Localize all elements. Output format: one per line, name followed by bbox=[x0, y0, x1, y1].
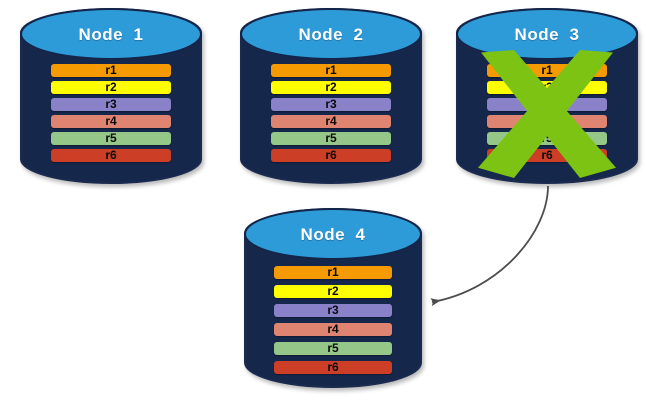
row-r4[interactable]: r4 bbox=[51, 115, 171, 128]
row-r1[interactable]: r1 bbox=[271, 64, 391, 77]
row-r3[interactable]: r3 bbox=[487, 98, 607, 111]
row-r6[interactable]: r6 bbox=[271, 149, 391, 162]
arrow-path bbox=[430, 185, 549, 307]
row-r5[interactable]: r5 bbox=[487, 132, 607, 145]
node-rows: r1 r2 r3 r4 r5 r6 bbox=[240, 64, 422, 162]
node-rows: r1 r2 r3 r4 r5 r6 bbox=[20, 64, 202, 162]
node-cylinder-1[interactable]: Node 1 r1 r2 r3 r4 r5 r6 bbox=[20, 8, 202, 184]
node-title: Node 4 bbox=[300, 225, 366, 244]
row-r1[interactable]: r1 bbox=[51, 64, 171, 77]
row-r5[interactable]: r5 bbox=[271, 132, 391, 145]
node-cylinder-2[interactable]: Node 2 r1 r2 r3 r4 r5 r6 bbox=[240, 8, 422, 184]
node-rows: r1 r2 r3 r4 r5 r6 bbox=[244, 266, 422, 374]
node-cylinder-4[interactable]: Node 4 r1 r2 r3 r4 r5 r6 bbox=[244, 208, 422, 388]
row-r2[interactable]: r2 bbox=[274, 285, 392, 298]
node-title: Node 3 bbox=[514, 25, 580, 44]
row-r6[interactable]: r6 bbox=[487, 149, 607, 162]
row-r6[interactable]: r6 bbox=[51, 149, 171, 162]
row-r3[interactable]: r3 bbox=[51, 98, 171, 111]
row-r4[interactable]: r4 bbox=[271, 115, 391, 128]
node-title: Node 1 bbox=[78, 25, 144, 44]
node-top-ellipse bbox=[244, 208, 422, 260]
row-r1[interactable]: r1 bbox=[274, 266, 392, 279]
node-top-ellipse bbox=[240, 8, 422, 60]
row-r2[interactable]: r2 bbox=[271, 81, 391, 94]
node-title: Node 2 bbox=[298, 25, 364, 44]
row-r2[interactable]: r2 bbox=[487, 81, 607, 94]
row-r6[interactable]: r6 bbox=[274, 361, 392, 374]
row-r4[interactable]: r4 bbox=[274, 323, 392, 336]
row-r5[interactable]: r5 bbox=[51, 132, 171, 145]
row-r3[interactable]: r3 bbox=[271, 98, 391, 111]
row-r3[interactable]: r3 bbox=[274, 304, 392, 317]
node-cylinder-3[interactable]: Node 3 r1 r2 r3 r4 r5 r6 bbox=[456, 8, 638, 184]
row-r2[interactable]: r2 bbox=[51, 81, 171, 94]
node-rows: r1 r2 r3 r4 r5 r6 bbox=[456, 64, 638, 162]
row-r4[interactable]: r4 bbox=[487, 115, 607, 128]
row-r5[interactable]: r5 bbox=[274, 342, 392, 355]
node-top-ellipse bbox=[20, 8, 202, 60]
row-r1[interactable]: r1 bbox=[487, 64, 607, 77]
